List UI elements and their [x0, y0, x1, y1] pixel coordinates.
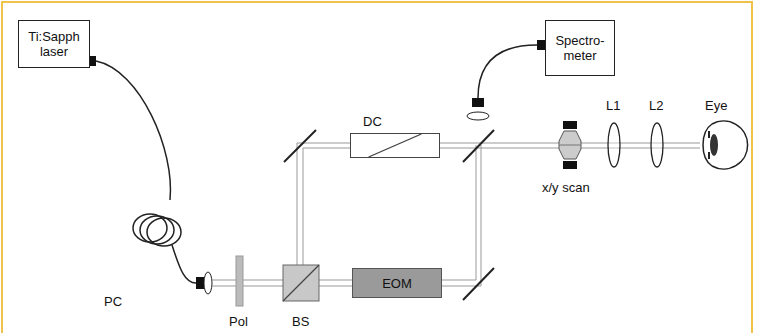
scanner-mount [563, 121, 577, 129]
box-label: EOM [382, 276, 412, 291]
scanner-mount [563, 161, 577, 169]
crystal-box: DC [350, 133, 440, 158]
optical-fiber [172, 245, 196, 283]
collimating-lens [204, 272, 212, 294]
coupling-lens [467, 112, 489, 120]
modulator-box: EOM [352, 268, 442, 298]
component-label: Pol [229, 314, 248, 329]
fiber-coil [133, 214, 181, 246]
mirror [284, 130, 316, 162]
optical-fiber [478, 45, 537, 98]
box-label: Ti:Sapph laser [24, 29, 84, 59]
scan-mirror-axis [559, 145, 581, 146]
component-label: DC [363, 114, 382, 129]
lens [651, 123, 663, 167]
eye-drawing [703, 121, 748, 169]
box-label: Spectro- meter [551, 33, 609, 63]
laser-box: Ti:Sapph laser [18, 20, 90, 68]
component-label: x/y scan [542, 180, 590, 195]
fiber-connector [196, 277, 204, 289]
crystal-diagonal [351, 134, 439, 157]
polarizer [236, 256, 243, 306]
component-label: BS [292, 314, 309, 329]
component-label: L2 [649, 98, 663, 113]
instrument-box: Spectro- meter [545, 20, 615, 76]
lens [608, 123, 620, 167]
component-label: PC [104, 294, 122, 309]
component-label: L1 [606, 98, 620, 113]
mirror [463, 268, 494, 300]
optical-fiber [96, 61, 170, 200]
fiber-connector [537, 40, 545, 50]
component-label: Eye [705, 98, 727, 113]
dichroic-mirror [463, 130, 494, 162]
fiber-connector [472, 98, 484, 107]
beam-splitter-surface [283, 265, 319, 301]
scan-mirror [559, 131, 581, 159]
beam-splitter-cube [283, 265, 319, 301]
